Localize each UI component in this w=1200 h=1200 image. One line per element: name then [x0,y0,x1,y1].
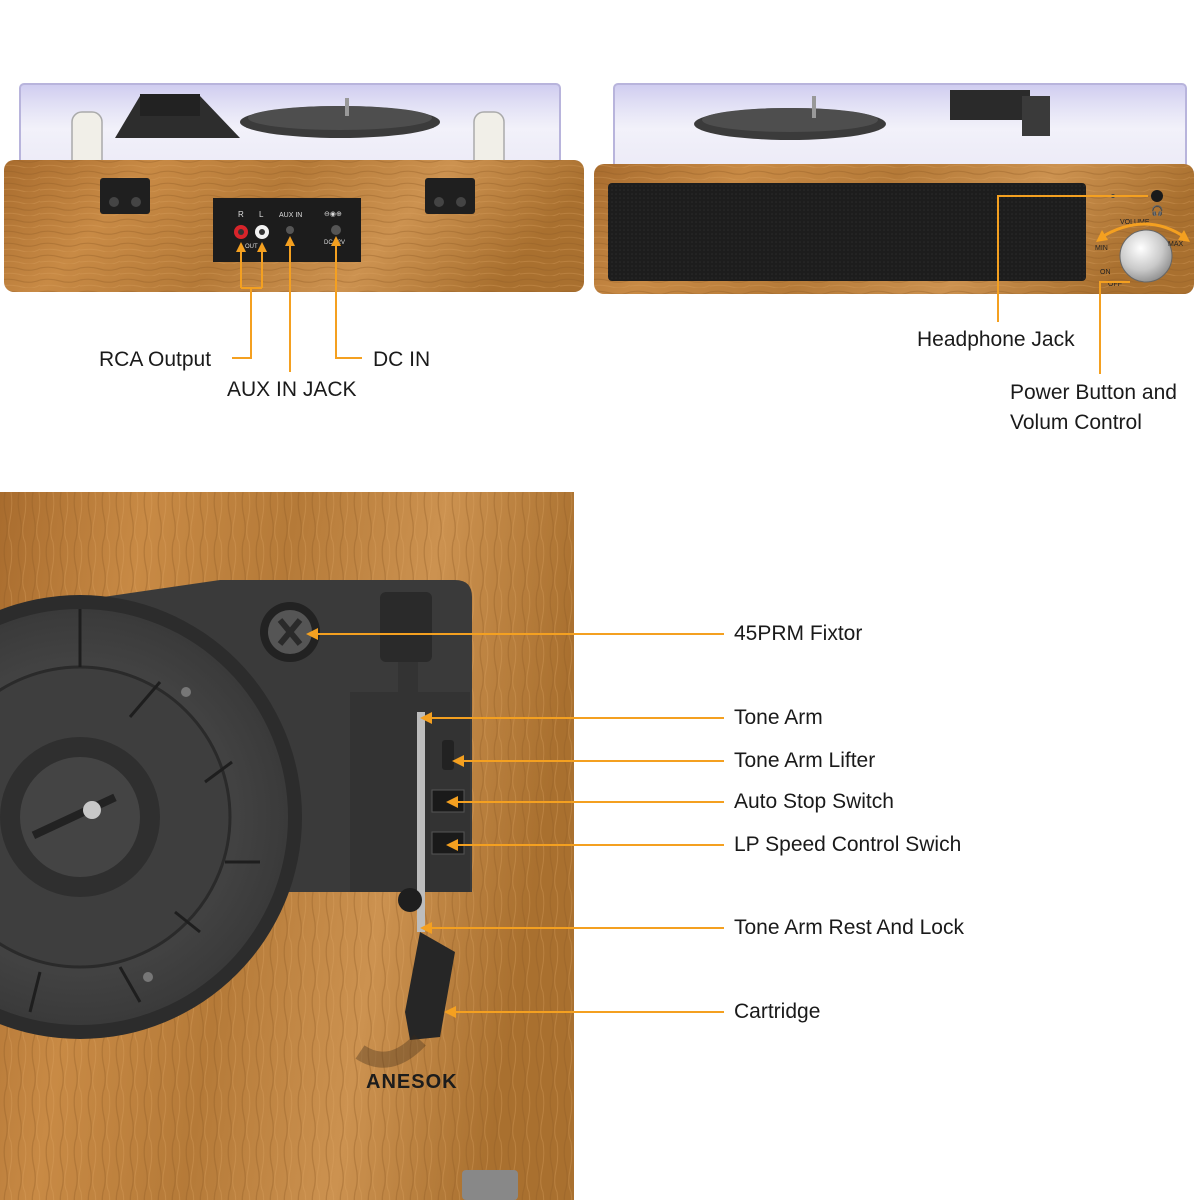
tone-arm [417,712,425,932]
rca-output-label: RCA Output [99,348,212,371]
tone-arm-label: Tone Arm [734,706,823,729]
tone-arm-lifter-label: Tone Arm Lifter [734,749,876,772]
dc-in-label: DC IN [373,348,431,371]
back-view-photo: R L AUX IN OUT DC 12V ⊖◉⊕ [0,0,590,300]
back-leader-extensions [232,288,362,372]
tonearm-head [380,592,432,662]
tone-arm-lifter [442,740,454,770]
knob-on-text: ON [1100,269,1111,276]
top-leader-lines [306,628,724,1018]
knob-max-text: MAX [1168,241,1184,248]
knob-off-text: OFF [1108,281,1122,288]
knob-volume-text: VOLUME [1120,219,1150,226]
volume-knob [1119,229,1173,283]
power-button-label: Power Button and Volum Control [1010,381,1177,434]
front-view-photo: 🎧 VOLUME MIN MAX ON OFF [590,0,1200,300]
headphone-jack [1151,190,1163,202]
headphone-icon: 🎧 [1151,204,1163,217]
lp-speed-label: LP Speed Control Swich [734,833,962,856]
auto-stop-label: Auto Stop Switch [734,790,894,813]
cartridge-label: Cartridge [734,1000,821,1023]
cartridge [405,932,455,1040]
knob-min-text: MIN [1095,245,1108,252]
dc-in-jack [331,225,341,235]
front-leader-extensions [997,300,1101,374]
panel-l-text: L [259,210,264,219]
panel-aux-text: AUX IN [279,212,302,219]
panel-r-text: R [238,210,244,219]
aux-in-jack [286,226,294,234]
volume-arc-arrow [1099,222,1187,240]
fixtor-label: 45PRM Fixtor [734,622,863,645]
aux-in-jack-label: AUX IN JACK [227,378,357,401]
speaker-grille [608,183,1086,281]
brand-logo: ANESOK [366,1071,458,1093]
spindle [83,801,101,819]
headphone-jack-label: Headphone Jack [917,328,1075,351]
tonearm-rest [398,888,422,912]
arm-rest-label: Tone Arm Rest And Lock [734,916,964,939]
panel-out-text: OUT [245,244,258,250]
svg-text:⊖◉⊕: ⊖◉⊕ [324,211,342,218]
